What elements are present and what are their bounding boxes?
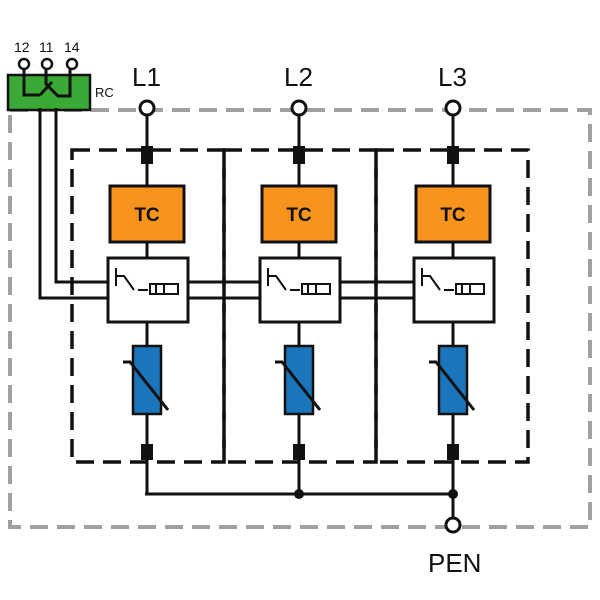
varistor-slash-l2 [275,360,322,411]
terminal-11 [40,57,54,71]
varistor-slash-l1 [123,360,170,411]
rc-connector [6,57,92,112]
plug-contact-top-l3 [447,146,459,164]
channel-l2: TC [258,99,342,494]
connector-contact-symbol [22,68,72,98]
outer-enclosure [8,108,592,529]
input-terminal-l2 [290,99,308,117]
signal-wire-outer [38,108,456,300]
plug-contact-top-l1 [141,146,153,164]
terminal-label-12: 12 [14,39,30,55]
terminal-12 [17,57,31,71]
terminal-label-11: 11 [39,39,54,55]
junction-dot-3 [448,489,458,499]
junction-dot-2 [294,489,304,499]
tc-label-l3: TC [440,205,466,226]
tc-label-l1: TC [134,205,160,226]
disconnector-symbol-l1 [115,268,179,295]
input-terminal-l3 [444,99,462,117]
plug-contact-top-l2 [293,146,305,164]
tc-box-l1 [108,184,186,244]
rc-label: RC [95,85,114,100]
tc-box-l3 [414,184,492,244]
tc-box-l2 [260,184,338,244]
terminal-14 [65,57,79,71]
channel-l1: TC [106,99,190,494]
varistor-l2 [283,344,315,416]
channel-l3: TC [412,99,496,518]
varistor-slash-l3 [429,360,476,411]
varistor-l3 [437,344,469,416]
phase-label-l3: L3 [438,62,467,92]
phase-label-l2: L2 [284,62,313,92]
input-terminal-l1 [138,99,156,117]
pen-label: PEN [428,548,481,578]
plug-contact-bottom-l2 [293,444,305,460]
plug-contact-bottom-l1 [141,444,153,460]
tc-label-l2: TC [286,205,312,226]
phase-label-l1: L1 [132,62,161,92]
terminal-label-14: 14 [64,39,80,55]
disconnector-symbol-l2 [267,268,331,295]
disconnector-symbol-l3 [421,268,485,295]
varistor-l1 [131,344,163,416]
pen-terminal [444,516,462,534]
plug-contact-bottom-l3 [447,444,459,460]
connector-body [6,73,92,112]
